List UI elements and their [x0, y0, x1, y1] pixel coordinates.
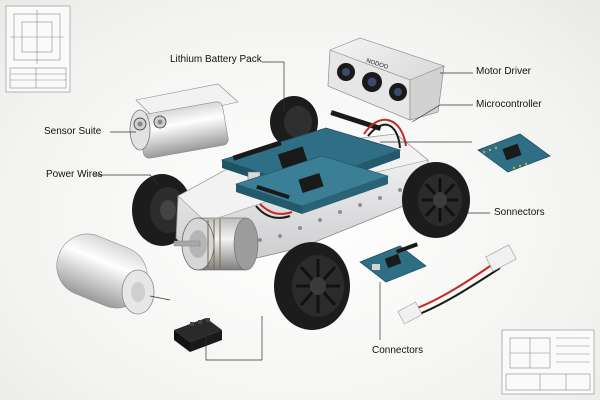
label-microcontroller: Microcontroller — [476, 99, 542, 110]
cylinder-battery — [56, 233, 155, 315]
small-sensor-board — [359, 242, 427, 283]
label-power-wires: Power Wires — [46, 169, 103, 180]
label-sensor-suite: Sensor Suite — [44, 126, 102, 137]
dc-motor — [173, 217, 259, 271]
label-sonnectors: Sonnectors — [494, 207, 545, 218]
label-motor-driver: Motor Driver — [476, 66, 532, 77]
label-connectors: Connectors — [372, 345, 424, 356]
wheel-front-left — [274, 242, 350, 330]
leader-lines — [94, 61, 490, 361]
label-lithium-battery-pack: Lithium Battery Pack — [170, 54, 262, 65]
wheel-front-right — [402, 162, 470, 238]
battery-pack — [129, 83, 239, 159]
upper-pcb — [235, 155, 389, 214]
microcontroller-board — [477, 133, 551, 173]
blueprint-top-left — [5, 5, 71, 93]
blueprint-bottom-right — [501, 329, 595, 395]
connector-block — [174, 318, 222, 352]
sensor-module: NODOO — [327, 37, 445, 121]
jumper-cable — [397, 244, 517, 325]
